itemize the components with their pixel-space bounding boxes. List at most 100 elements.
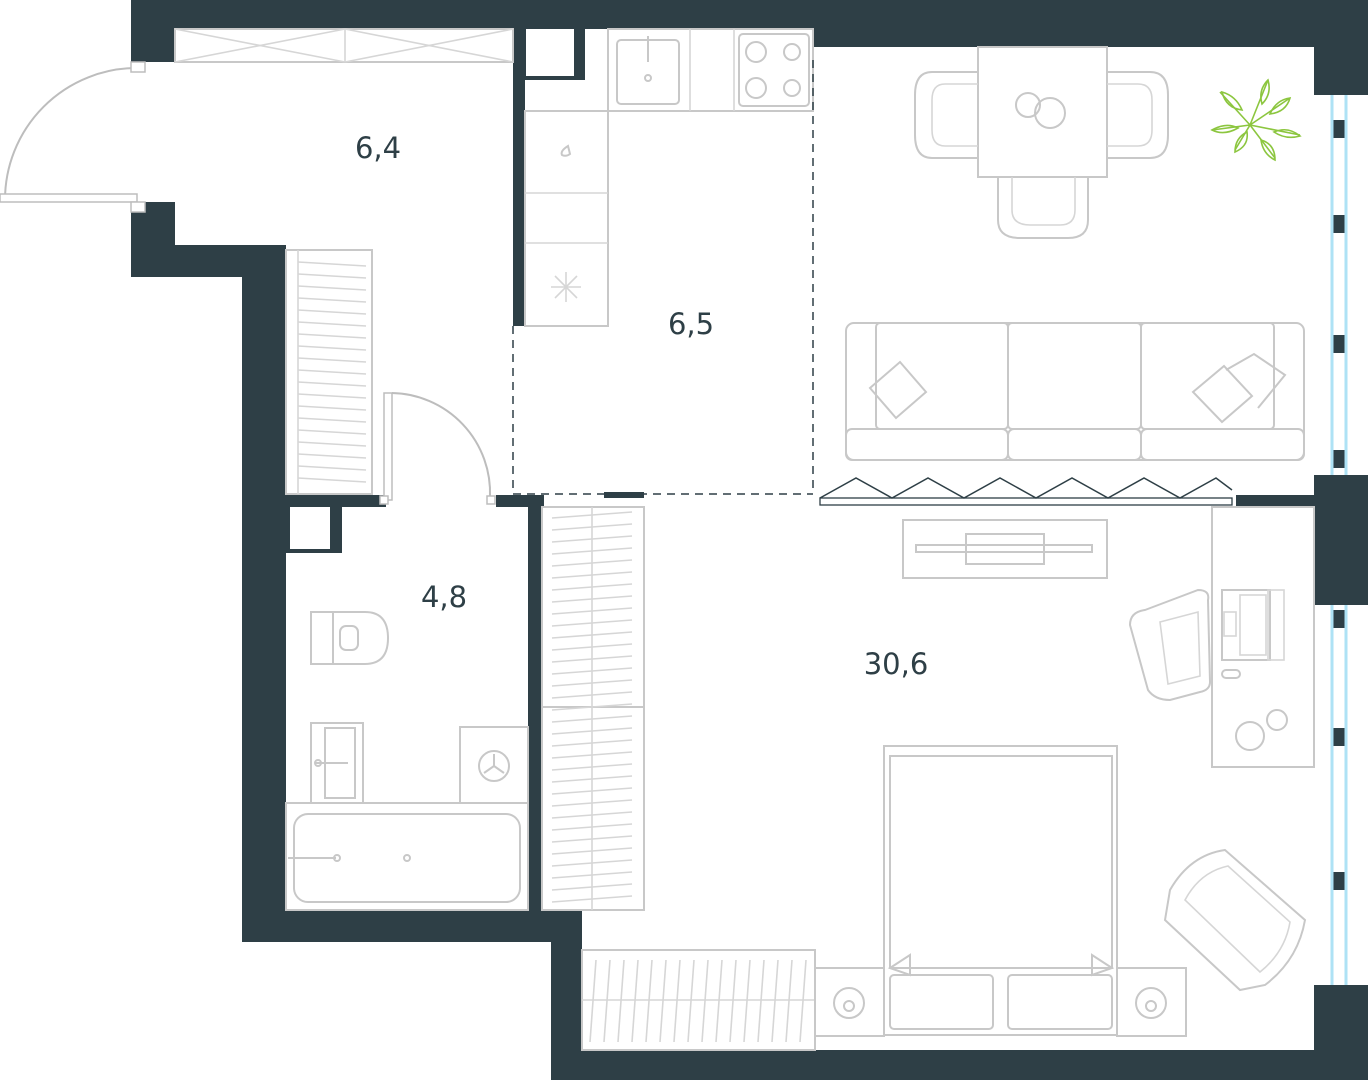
wall-left-upper <box>131 0 175 62</box>
mullion <box>1332 728 1346 746</box>
mullion <box>1332 335 1346 353</box>
wall-living-right-stub <box>1236 495 1316 507</box>
wall-bath-right <box>528 495 542 910</box>
dishwasher-icon <box>560 144 572 157</box>
hatch-line <box>551 511 633 519</box>
wall-top-right <box>814 0 1368 47</box>
hatch-line <box>799 959 807 1043</box>
hatch-line <box>297 381 367 387</box>
hatch-line <box>551 619 633 627</box>
hatch-line <box>687 959 695 1043</box>
wall-left-main <box>242 245 286 942</box>
hatch-line <box>603 959 611 1043</box>
hatch-line <box>297 393 367 399</box>
hatch-line <box>297 417 367 423</box>
hatch-line <box>551 775 633 783</box>
zigzag-partition <box>819 477 1233 506</box>
hatch-line <box>551 751 633 759</box>
hatch-line <box>701 959 709 1043</box>
hatch-line <box>551 523 633 531</box>
hatch-line <box>551 655 633 663</box>
hatch-line <box>297 357 367 363</box>
hatch-line <box>659 959 667 1043</box>
hatch-line <box>551 835 633 843</box>
dining-chair <box>914 71 978 159</box>
hatch-line <box>645 959 653 1043</box>
wall-right-bottom <box>1314 985 1368 1080</box>
hatch-line <box>551 847 633 855</box>
mullion <box>1332 215 1346 233</box>
entrance-door <box>0 61 146 213</box>
hatch-line <box>743 959 751 1043</box>
hatch-line <box>551 871 633 879</box>
room-area-living: 30,6 <box>864 647 929 681</box>
windows-right <box>1330 95 1348 985</box>
hatch-line <box>551 559 633 567</box>
tv-stand <box>902 519 1108 579</box>
hatch-line <box>551 571 633 579</box>
sink-icon <box>616 36 680 105</box>
hatch-line <box>551 535 633 543</box>
kitchen-counters <box>524 28 814 327</box>
hatch-line <box>551 715 633 723</box>
dining-table <box>977 46 1108 178</box>
hatch-line <box>297 273 367 279</box>
mullion <box>1332 610 1346 628</box>
nightstand <box>814 967 885 1037</box>
hatch-line <box>297 309 367 315</box>
walls <box>131 0 1368 1080</box>
room-area-hall: 6,4 <box>355 131 401 165</box>
hatch-line <box>297 477 367 483</box>
kitchen-zone-boundary <box>512 60 814 495</box>
washing-machine-icon <box>459 726 529 804</box>
hatch-line <box>297 333 367 339</box>
bathtub-icon <box>285 802 529 911</box>
hatch-line <box>771 959 779 1043</box>
hatch-line <box>551 859 633 867</box>
hatch-line <box>551 739 633 747</box>
toilet-icon <box>310 611 390 665</box>
desk-chair <box>1128 588 1212 702</box>
hatch-line <box>551 811 633 819</box>
hatch-line <box>297 429 367 435</box>
hatch-line <box>551 583 633 591</box>
room-area-kitchen: 6,5 <box>668 307 714 341</box>
hatch-line <box>551 547 633 555</box>
hatch-line <box>297 465 367 471</box>
hatch-line <box>551 823 633 831</box>
bedroom-bottom-wardrobe <box>581 949 816 1051</box>
desk <box>1211 506 1315 768</box>
hatch-line <box>551 679 633 687</box>
stove-icon <box>738 33 810 107</box>
hall-wardrobe <box>285 249 373 495</box>
bed <box>883 745 1118 1036</box>
hatch-line <box>785 959 793 1043</box>
wall-right <box>1314 0 1368 95</box>
wall-bottom-left <box>242 910 582 942</box>
hatch-line <box>551 703 633 711</box>
hatch-line <box>551 607 633 615</box>
hatch-line <box>297 369 367 375</box>
wall-bottom <box>551 1050 1368 1080</box>
hatch-line <box>551 643 633 651</box>
hatch-line <box>551 595 633 603</box>
washbasin-icon <box>310 722 364 804</box>
hatch-line <box>551 763 633 771</box>
hatch-line <box>617 959 625 1043</box>
armchair <box>1163 848 1307 992</box>
dining-chair <box>997 177 1089 239</box>
hatch-line <box>551 631 633 639</box>
room-area-bathroom: 4,8 <box>421 580 467 614</box>
sofa <box>845 322 1305 461</box>
dining-chair <box>1107 71 1169 159</box>
mullion <box>1332 450 1346 468</box>
hatch-line <box>589 959 597 1043</box>
hatch-line <box>729 959 737 1043</box>
hatch-line <box>551 667 633 675</box>
plant-icon <box>1210 78 1302 162</box>
hatch-line <box>297 441 367 447</box>
hatch-line <box>551 691 633 699</box>
hatch-line <box>297 261 367 267</box>
bathroom-door <box>379 392 496 505</box>
